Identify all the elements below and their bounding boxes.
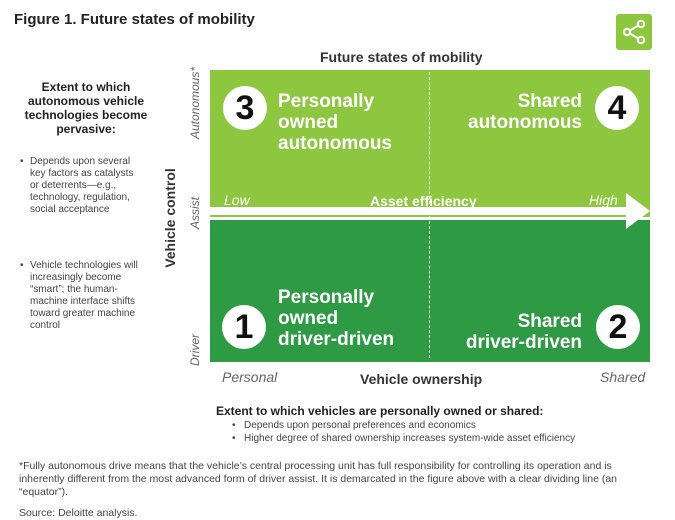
x-axis-left-label: Personal xyxy=(222,369,278,385)
quadrant-4-line-1: Shared xyxy=(517,91,582,112)
equator-label: Asset efficiency xyxy=(370,193,477,209)
y-axis-top-label: Autonomous* xyxy=(188,66,202,140)
y-axis-middle-label: Assist xyxy=(188,196,202,230)
left-panel-bullets-2: Vehicle technologies will increasingly b… xyxy=(20,260,145,338)
x-axis-right-label: Shared xyxy=(600,369,646,385)
x-axis-label: Vehicle ownership xyxy=(360,371,483,387)
bottom-panel-bullets: Depends upon personal preferences and ec… xyxy=(232,419,644,445)
quadrant-2-line-1: Shared xyxy=(517,311,582,332)
quadrant-3-number: 3 xyxy=(223,86,267,130)
bottom-bullet-1: Depends upon personal preferences and ec… xyxy=(232,419,644,432)
share-button[interactable] xyxy=(616,14,652,50)
quadrant-3-line-1: Personally xyxy=(278,91,375,112)
diagram-heading: Future states of mobility xyxy=(320,49,483,65)
autonomous-region xyxy=(210,70,650,217)
y-axis-label: Vehicle control xyxy=(162,168,178,268)
quadrant-2-line-2: driver-driven xyxy=(465,332,582,353)
quadrant-3-label: Personally owned autonomous xyxy=(278,91,392,154)
quadrant-3-line-3: autonomous xyxy=(278,133,392,154)
quadrant-4-number: 4 xyxy=(595,86,639,130)
quadrant-1-line-2: owned xyxy=(278,308,339,329)
quadrant-3-line-2: owned xyxy=(278,112,339,133)
quadrant-1-line-3: driver-driven xyxy=(278,329,395,350)
quadrant-1-number: 1 xyxy=(222,305,266,349)
quadrant-2-number: 2 xyxy=(596,305,640,349)
asset-efficiency-arrow xyxy=(210,193,650,229)
figure-title: Figure 1. Future states of mobility xyxy=(14,11,255,28)
quadrant-2-label: Shared driver-driven xyxy=(430,311,582,353)
left-panel-heading: Extent to which autonomous vehicle techn… xyxy=(24,80,148,136)
quadrant-4-line-2: autonomous xyxy=(468,112,582,133)
footnote: *Fully autonomous drive means that the v… xyxy=(19,460,618,498)
bottom-panel-heading: Extent to which vehicles are personally … xyxy=(216,404,544,418)
driver-region xyxy=(210,220,650,362)
bottom-bullet-2: Higher degree of shared ownership increa… xyxy=(232,432,644,445)
quadrant-4-label: Shared autonomous xyxy=(440,91,582,133)
equator-high-label: High xyxy=(589,192,618,208)
left-panel-bullets: Depends upon several key factors as cata… xyxy=(20,156,145,222)
quadrant-1-line-1: Personally xyxy=(278,287,375,308)
left-bullet-1: Depends upon several key factors as cata… xyxy=(20,156,145,216)
equator-low-label: Low xyxy=(224,192,250,208)
share-icon xyxy=(622,19,646,45)
quadrant-1-label: Personally owned driver-driven xyxy=(278,287,394,350)
left-bullet-2: Vehicle technologies will increasingly b… xyxy=(20,260,145,332)
y-axis-bottom-label: Driver xyxy=(188,334,202,366)
source-note: Source: Deloitte analysis. xyxy=(19,507,138,519)
